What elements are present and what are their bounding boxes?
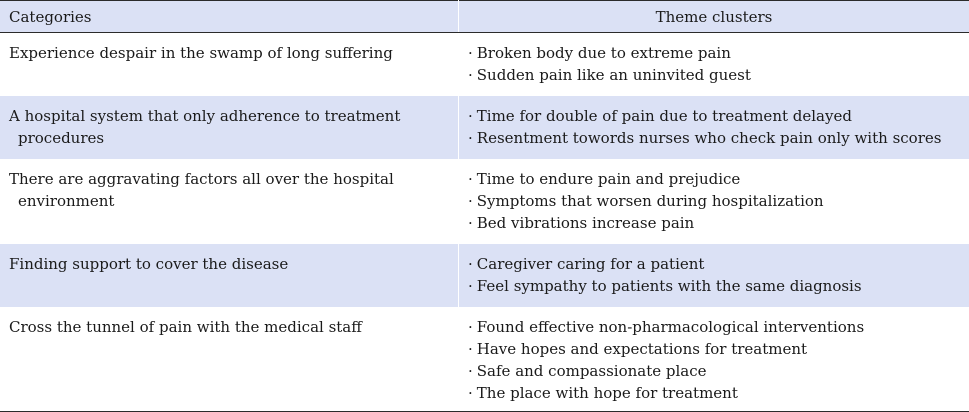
table-row: Experience despair in the swamp of long … xyxy=(0,33,969,97)
bullet-mark: · xyxy=(468,384,473,402)
bullet-mark: · xyxy=(468,129,473,147)
bullet-mark: · xyxy=(468,107,473,125)
theme-cell: ·Broken body due to extreme pain ·Sudden… xyxy=(459,33,969,97)
theme-text: Caregiver caring for a patient xyxy=(477,255,705,273)
theme-text: Found effective non-pharmacological inte… xyxy=(477,318,864,336)
theme-text: Bed vibrations increase pain xyxy=(477,214,694,232)
table-row: Cross the tunnel of pain with the medica… xyxy=(0,307,969,412)
theme-item: ·Found effective non-pharmacological int… xyxy=(468,316,960,338)
theme-item: ·Have hopes and expectations for treatme… xyxy=(468,338,960,360)
category-cell: Finding support to cover the disease xyxy=(0,244,459,307)
category-cell: Cross the tunnel of pain with the medica… xyxy=(0,307,459,412)
category-cell: Experience despair in the swamp of long … xyxy=(0,33,459,97)
bullet-mark: · xyxy=(468,66,473,84)
table-row: A hospital system that only adherence to… xyxy=(0,96,969,159)
theme-item: ·Bed vibrations increase pain xyxy=(468,212,960,234)
theme-text: Resentment towords nurses who check pain… xyxy=(477,129,942,147)
category-cell: A hospital system that only adherence to… xyxy=(0,96,459,159)
theme-item: ·Resentment towords nurses who check pai… xyxy=(468,127,960,149)
header-theme-clusters: Theme clusters xyxy=(459,1,969,33)
theme-text: The place with hope for treatment xyxy=(477,384,738,402)
theme-item: ·Time for double of pain due to treatmen… xyxy=(468,105,960,127)
theme-item: ·Safe and compassionate place xyxy=(468,360,960,382)
theme-text: Time for double of pain due to treatment… xyxy=(477,107,852,125)
bullet-mark: · xyxy=(468,255,473,273)
theme-text: Sudden pain like an uninvited guest xyxy=(477,66,751,84)
bullet-mark: · xyxy=(468,277,473,295)
header-categories: Categories xyxy=(0,1,459,33)
table-row: There are aggravating factors all over t… xyxy=(0,159,969,244)
bullet-mark: · xyxy=(468,318,473,336)
bullet-mark: · xyxy=(468,192,473,210)
theme-item: ·The place with hope for treatment xyxy=(468,382,960,404)
theme-item: ·Sudden pain like an uninvited guest xyxy=(468,64,960,86)
theme-text: Broken body due to extreme pain xyxy=(477,44,731,62)
category-cell: There are aggravating factors all over t… xyxy=(0,159,459,244)
table-header-row: Categories Theme clusters xyxy=(0,1,969,33)
theme-item: ·Broken body due to extreme pain xyxy=(468,42,960,64)
bullet-mark: · xyxy=(468,362,473,380)
theme-text: Symptoms that worsen during hospitalizat… xyxy=(477,192,824,210)
theme-item: ·Caregiver caring for a patient xyxy=(468,253,960,275)
theme-cell: ·Found effective non-pharmacological int… xyxy=(459,307,969,412)
theme-item: ·Symptoms that worsen during hospitaliza… xyxy=(468,190,960,212)
bullet-mark: · xyxy=(468,44,473,62)
theme-cell: ·Time to endure pain and prejudice ·Symp… xyxy=(459,159,969,244)
theme-text: Safe and compassionate place xyxy=(477,362,707,380)
theme-item: ·Time to endure pain and prejudice xyxy=(468,168,960,190)
theme-text: Have hopes and expectations for treatmen… xyxy=(477,340,807,358)
bullet-mark: · xyxy=(468,170,473,188)
theme-cell: ·Time for double of pain due to treatmen… xyxy=(459,96,969,159)
bullet-mark: · xyxy=(468,340,473,358)
theme-text: Time to endure pain and prejudice xyxy=(477,170,741,188)
theme-item: ·Feel sympathy to patients with the same… xyxy=(468,275,960,297)
table-row: Finding support to cover the disease ·Ca… xyxy=(0,244,969,307)
theme-cell: ·Caregiver caring for a patient ·Feel sy… xyxy=(459,244,969,307)
bullet-mark: · xyxy=(468,214,473,232)
theme-text: Feel sympathy to patients with the same … xyxy=(477,277,862,295)
